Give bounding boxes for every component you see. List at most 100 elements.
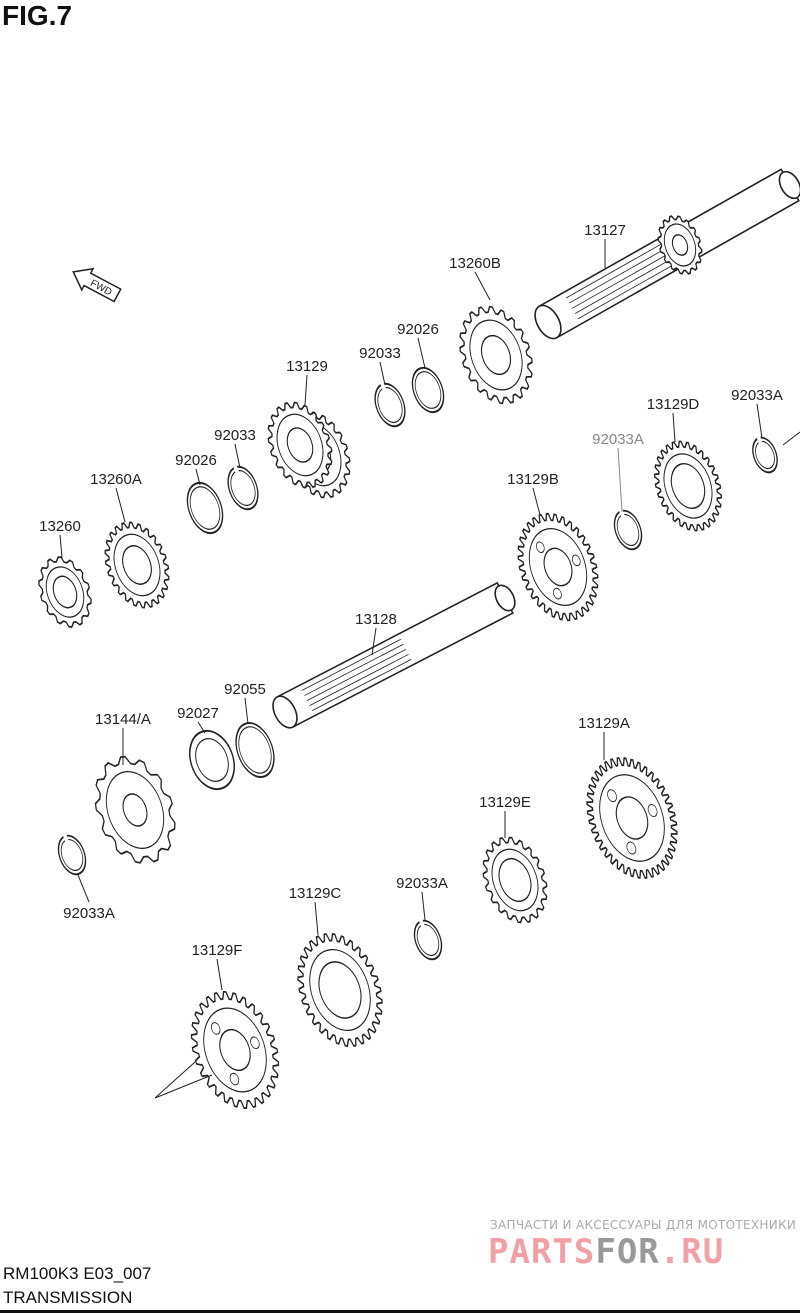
part-label: 92033A <box>592 431 644 448</box>
leader-line <box>197 721 206 734</box>
ring-inner <box>416 924 440 956</box>
shaft-spline <box>577 256 688 320</box>
leader-line <box>77 874 90 903</box>
leader-line <box>216 958 223 991</box>
ring-inner <box>377 387 403 423</box>
gear-rim <box>599 774 665 862</box>
leader-line <box>314 901 319 936</box>
shaft-spline <box>572 246 682 309</box>
ring-inner <box>238 726 272 774</box>
gear-13129f <box>190 991 280 1109</box>
ring-inner <box>230 470 256 506</box>
part-label: 13129D <box>647 396 700 413</box>
part-label: 13127 <box>584 222 626 239</box>
ring-gap <box>756 435 763 445</box>
shaft-spline <box>312 659 412 712</box>
gear-bore <box>122 545 152 585</box>
part-label: 13128 <box>355 611 397 628</box>
shaft-end <box>534 304 562 340</box>
ring-inner <box>616 514 640 546</box>
logo-part-1: PARTS <box>488 1232 596 1272</box>
gear-rim <box>309 948 371 1032</box>
gear-hole <box>210 1022 221 1035</box>
leader-line <box>756 403 763 439</box>
shaft-end <box>494 584 516 612</box>
bottom-rule <box>0 1310 800 1313</box>
gear-bore <box>219 1028 251 1072</box>
sprocket-13144 <box>94 755 176 864</box>
leader-line <box>154 1061 196 1099</box>
shaft-spline <box>304 643 404 696</box>
part-label: 92033A <box>731 387 783 404</box>
gear-bore <box>671 234 689 256</box>
leader-line <box>417 337 426 369</box>
part-label: 92033A <box>63 905 115 922</box>
gear-13129d <box>653 440 723 532</box>
ring-gap <box>618 508 625 518</box>
ring-outer <box>752 436 778 474</box>
bushing-92027 <box>189 729 235 791</box>
washer-92026-b <box>411 366 445 414</box>
gear-bore <box>122 793 148 827</box>
circlip-92033a-c <box>57 833 87 876</box>
gear-bore <box>318 961 362 1019</box>
gear-hole <box>535 541 545 554</box>
gear-rim <box>491 848 539 912</box>
watermark-logo: PARTSFOR.RU <box>488 1232 724 1272</box>
gear-rim <box>469 319 523 391</box>
ring-inner <box>60 839 84 871</box>
gear-rim <box>276 413 324 477</box>
gear-rim <box>45 566 85 618</box>
gear-rim <box>105 771 165 849</box>
ring-outer <box>57 834 87 876</box>
gear-hole <box>571 554 581 567</box>
gear-bore <box>498 857 532 903</box>
leader-line <box>115 487 126 523</box>
ring-gap <box>233 464 240 474</box>
figure-name: TRANSMISSION <box>3 1288 133 1307</box>
gear-bore <box>52 575 78 609</box>
washer-92026 <box>186 481 224 535</box>
shaft-spline <box>301 638 401 691</box>
part-label: 13260A <box>90 471 142 488</box>
fwd-label: FWD <box>88 278 113 298</box>
leader-line <box>617 447 623 513</box>
gear-rim <box>528 528 588 606</box>
leader-line <box>234 443 241 469</box>
gear-bore <box>480 334 512 376</box>
gear-hole <box>626 841 637 855</box>
circlip-92033a-b <box>752 435 778 474</box>
logo-part-2: FOR <box>595 1232 660 1272</box>
ring-inner <box>755 440 775 470</box>
part-label: 92033 <box>359 345 401 362</box>
gear-13260 <box>38 556 92 628</box>
leader-line <box>474 271 491 301</box>
watermark-tagline: ЗАПЧАСТИ И АКСЕССУАРЫ ДЛЯ МОТОТЕХНИКИ <box>490 1218 797 1232</box>
gear-bore <box>615 796 649 840</box>
gear-13129e <box>482 836 548 924</box>
driveshaft-13128 <box>272 581 516 729</box>
leader-line <box>421 891 426 921</box>
part-label: 13144/A <box>95 711 151 728</box>
shaft-spline <box>569 241 679 304</box>
circlip-92033a-d <box>413 918 443 961</box>
gear-bore <box>670 463 706 509</box>
part-label: 92033 <box>214 427 256 444</box>
fwd-arrow-icon: FWD <box>72 267 122 303</box>
leader-line <box>371 627 377 656</box>
part-label: 92027 <box>177 705 219 722</box>
leader-line <box>59 534 63 559</box>
ring-gap <box>62 833 69 843</box>
arrow-shape <box>72 267 122 303</box>
circlip-92033-b <box>374 381 406 428</box>
shaft-spline <box>566 235 676 299</box>
circlip-92033 <box>227 464 259 511</box>
o-ring-92055 <box>235 722 275 778</box>
leader-line <box>782 431 800 446</box>
gear-13129c <box>297 933 383 1047</box>
part-label: 13260B <box>449 255 501 272</box>
gear-rim <box>203 1007 267 1093</box>
figure-title: FIG.7 <box>2 0 73 31</box>
leader-line <box>672 412 676 443</box>
